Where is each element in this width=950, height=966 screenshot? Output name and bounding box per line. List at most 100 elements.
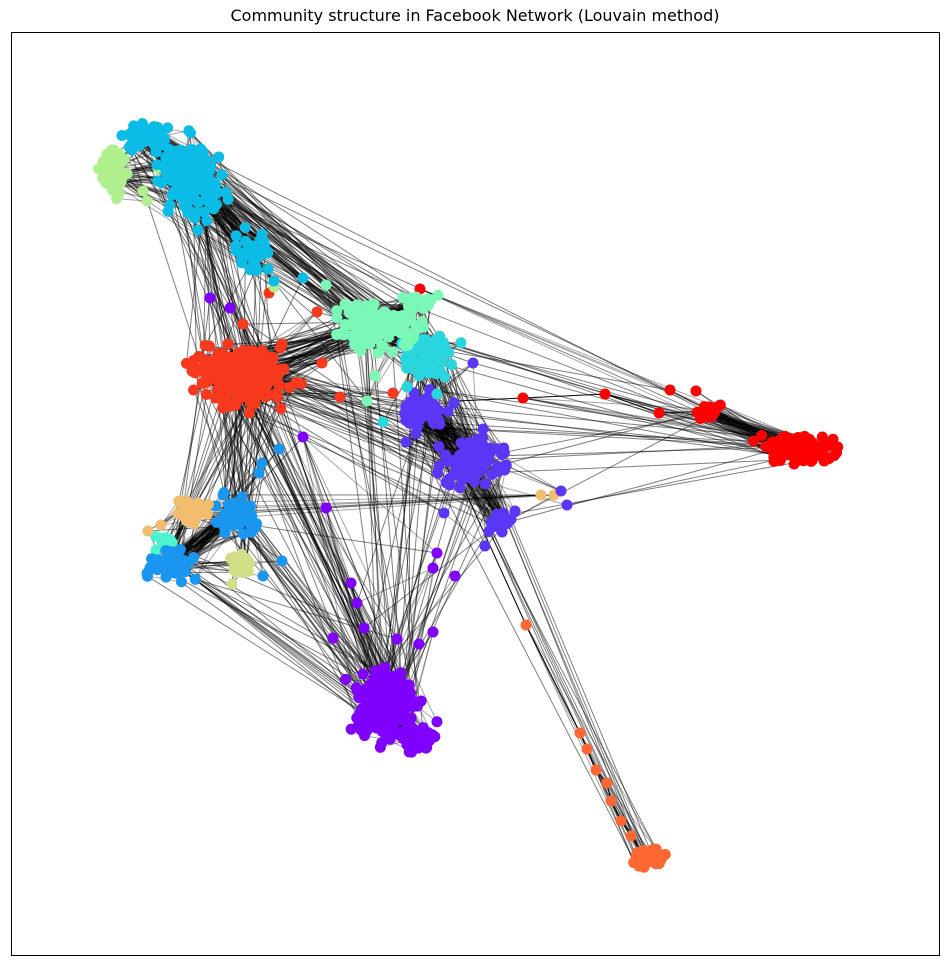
network-edge [190,149,714,416]
network-edge [420,407,825,462]
node-red [756,430,768,442]
node-violet [406,746,418,758]
node-mint [338,329,350,341]
node-khaki [240,553,252,565]
network-edge [604,393,660,414]
node-blue-violet [483,526,495,538]
node-red [711,401,723,413]
node-red [831,447,843,459]
network-edge [505,440,808,524]
node-violet [358,622,370,634]
node-blue-violet [500,459,512,471]
node-mint [416,316,428,328]
node-blue-violet [509,505,521,517]
node-azure [227,497,239,509]
network-edge [433,358,503,515]
network-edge [455,470,527,626]
network-edge [207,164,374,305]
node-teal [428,354,440,366]
node-azure [151,564,163,576]
node-red [796,433,808,445]
node-red [822,453,834,465]
node-blue-violet [400,436,412,448]
node-azure [217,489,229,501]
node-blue-violet [444,479,456,491]
node-teal [431,388,443,400]
node-red [798,455,810,467]
node-blue-violet [454,456,466,468]
node-red-orange [311,306,323,318]
network-edge [130,133,803,455]
network-edge [522,393,606,399]
node-blue-violet [468,476,480,488]
node-sand [173,495,185,507]
node-sand [155,519,167,531]
node-azure [236,491,248,503]
node-red-orange [274,342,286,354]
node-violet [449,570,461,582]
node-red-orange [222,338,234,350]
node-teal [415,343,427,355]
node-sand [184,515,196,527]
node-red-orange [387,387,399,399]
network-edge [438,421,651,860]
node-violet [417,722,429,734]
node-red-orange [256,345,268,357]
network-edge [208,161,429,306]
node-mint [372,347,384,359]
node-teal [439,371,451,383]
node-violet [368,673,380,685]
network-edge [395,463,487,697]
node-violet [388,670,400,682]
node-red-orange [199,366,211,378]
node-red [599,388,611,400]
node-teal [412,356,424,368]
network-edge [525,624,581,734]
network-edge [302,436,394,711]
network-edge [455,397,524,402]
node-violet [401,736,413,748]
node-azure [273,443,285,455]
node-violet [204,292,216,304]
network-edge [496,454,835,518]
node-teal [428,340,440,352]
network-edge [231,382,445,514]
node-blue-violet [477,423,489,435]
node-red [764,442,776,454]
network-edge [354,322,404,739]
node-red-orange [225,370,237,382]
network-edge [201,383,387,734]
node-azure [244,500,256,512]
node-violet [376,737,388,749]
node-mint [331,312,343,324]
network-edge [247,355,391,710]
node-aquamarine [150,544,162,556]
node-blue-violet [433,441,445,453]
node-red [789,443,801,455]
node-red-orange [216,393,228,405]
node-violet [408,696,420,708]
network-edge [485,463,650,859]
network-edge [408,411,411,685]
node-orange [650,858,662,870]
node-violet [380,694,392,706]
node-red-orange [212,348,224,360]
network-edge [413,631,434,702]
node-red-orange [257,388,269,400]
node-red [653,407,665,419]
node-blue-violet [478,458,490,470]
network-edge [209,183,247,375]
node-red-orange [225,400,237,412]
node-azure [242,512,254,524]
node-red-orange [200,388,212,400]
node-sand [172,508,184,520]
node-violet [383,711,395,723]
node-aquamarine [155,532,167,544]
node-sand [193,502,205,514]
node-blue-violet [432,467,444,479]
network-edge [178,378,210,573]
network-edge [131,149,261,369]
node-red-orange [290,377,302,389]
node-violet [224,302,236,314]
network-edge [336,310,410,738]
